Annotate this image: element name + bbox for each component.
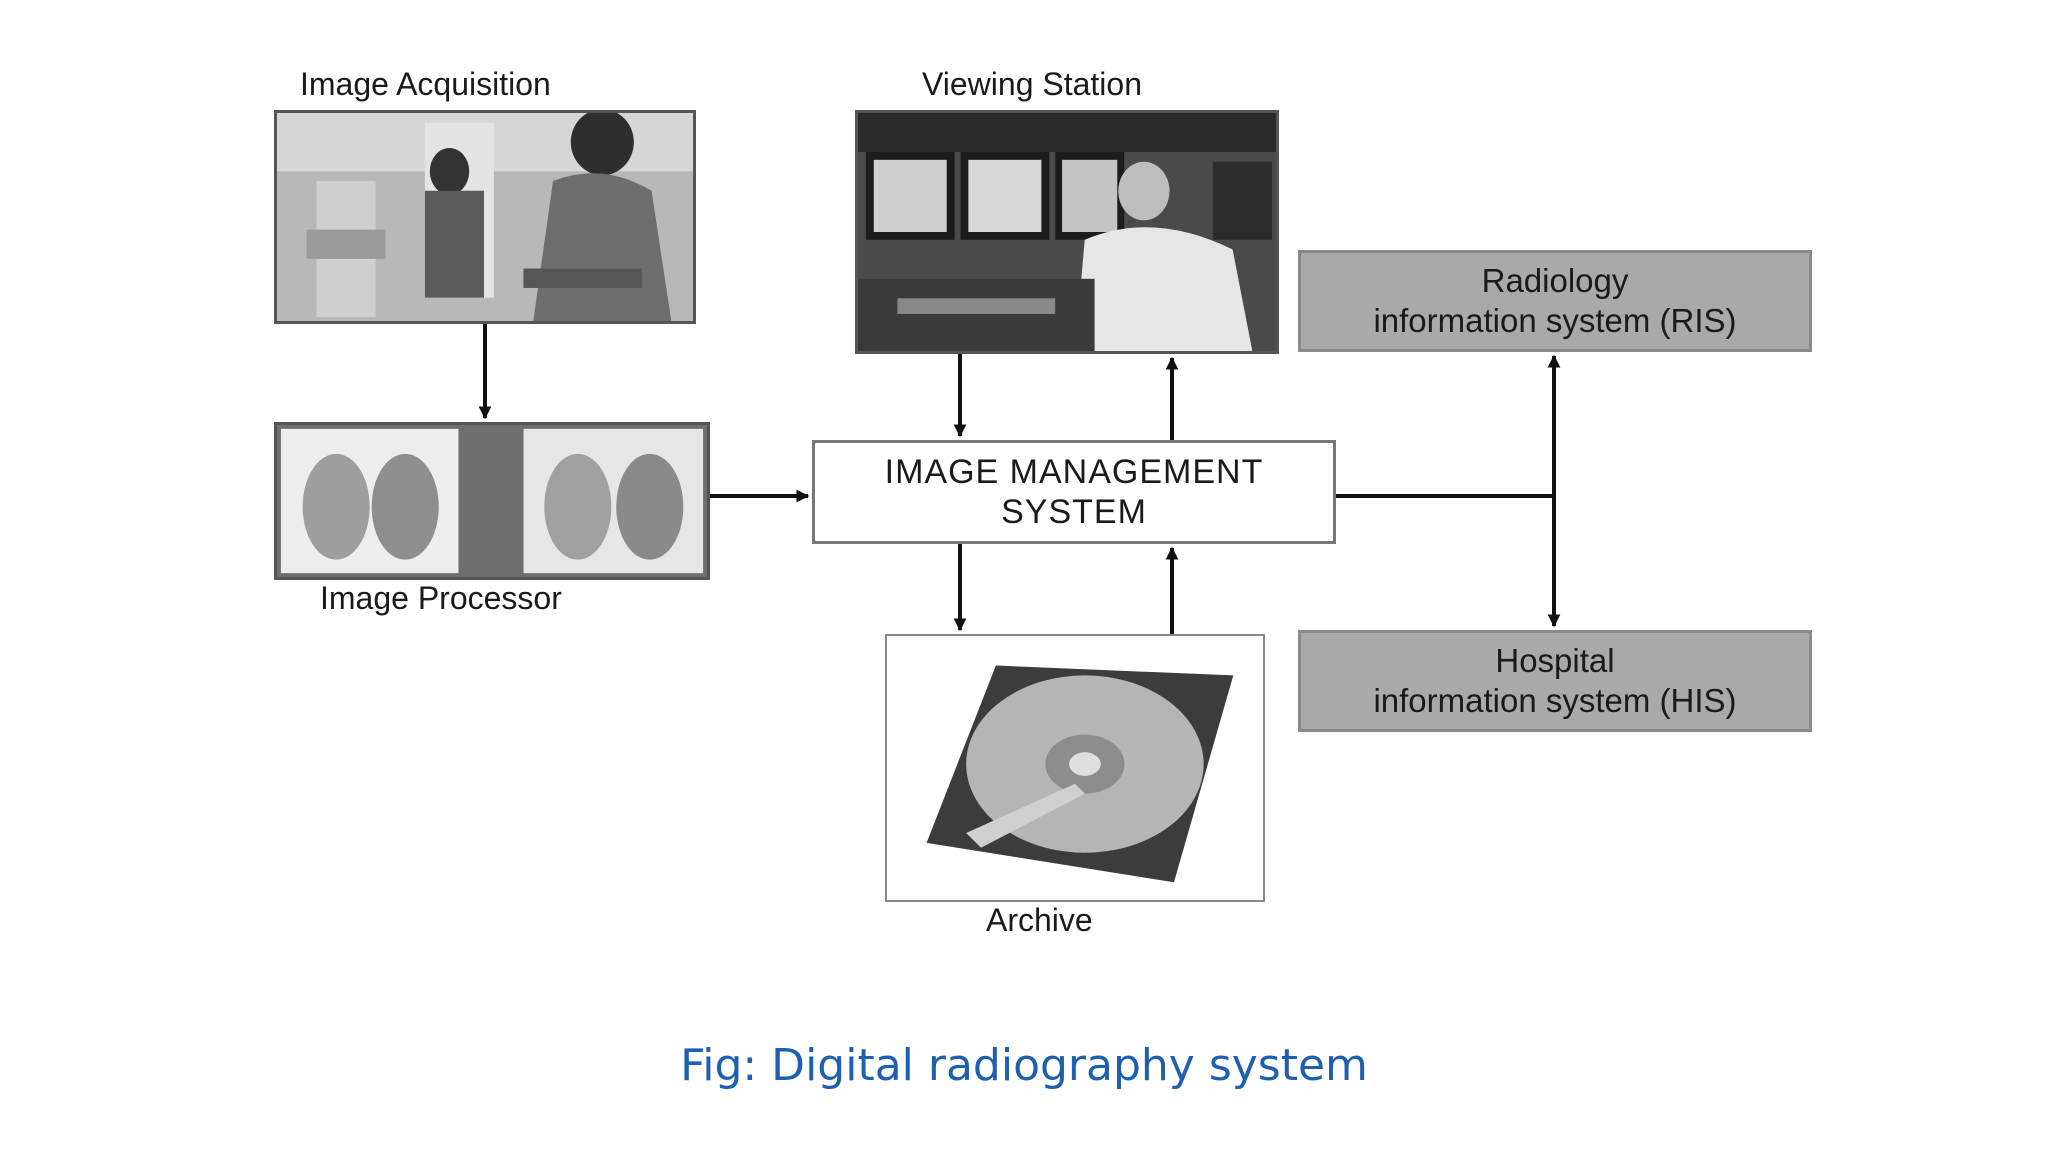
image-acquisition-label: Image Acquisition (300, 66, 551, 102)
ris-line2: information system (RIS) (1373, 302, 1737, 339)
ims-line1: IMAGE MANAGEMENT (884, 453, 1264, 491)
viewing-station-photo (855, 110, 1279, 354)
his-line2: information system (HIS) (1373, 682, 1737, 719)
viewing-station-label: Viewing Station (922, 66, 1142, 102)
image-management-system-box: IMAGE MANAGEMENT SYSTEM (812, 440, 1336, 544)
image-processor-label: Image Processor (320, 580, 562, 616)
image-processor-photo (274, 422, 710, 580)
figure-caption: Fig: Digital radiography system (680, 1040, 1368, 1091)
ris-box: Radiology information system (RIS) (1298, 250, 1812, 352)
his-box: Hospital information system (HIS) (1298, 630, 1812, 732)
image-acquisition-photo (274, 110, 696, 324)
archive-label: Archive (986, 902, 1093, 938)
ris-line1: Radiology (1481, 262, 1629, 299)
ims-line2: SYSTEM (1001, 493, 1147, 531)
his-line1: Hospital (1495, 642, 1615, 679)
archive-photo (885, 634, 1265, 902)
